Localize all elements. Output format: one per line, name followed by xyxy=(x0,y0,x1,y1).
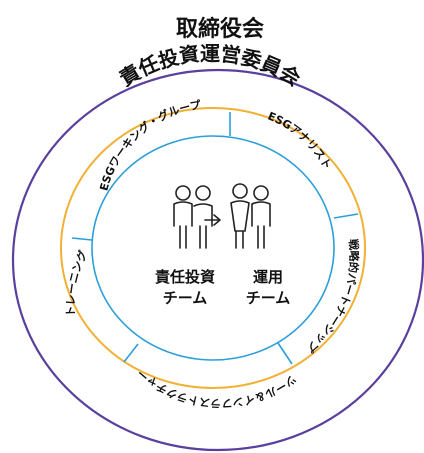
segment-partnership: 戦略的パートナーシップ xyxy=(303,238,361,356)
divider-bottom-right xyxy=(277,342,293,365)
divider-right xyxy=(333,213,359,219)
divider-bottom-left xyxy=(123,343,139,363)
segment-analyst: ESGアナリスト xyxy=(266,110,334,172)
committee-middle-ring xyxy=(60,107,366,389)
segments-inner-ring xyxy=(91,135,335,361)
segment-training: トレーニング xyxy=(64,248,90,317)
divider-left xyxy=(71,237,93,241)
team-people-icon xyxy=(173,183,271,249)
board-outer-ring xyxy=(11,68,424,452)
team-investment-line1: 運用 xyxy=(253,268,283,286)
team-responsible-investment-line1: 責任投資 xyxy=(155,268,215,286)
segment-working-group: ESGワーキング・グループ xyxy=(97,97,202,192)
board-title: 取締役会 xyxy=(176,16,264,42)
team-responsible-investment-line2: チーム xyxy=(163,289,208,307)
team-investment-line2: チーム xyxy=(246,289,291,307)
